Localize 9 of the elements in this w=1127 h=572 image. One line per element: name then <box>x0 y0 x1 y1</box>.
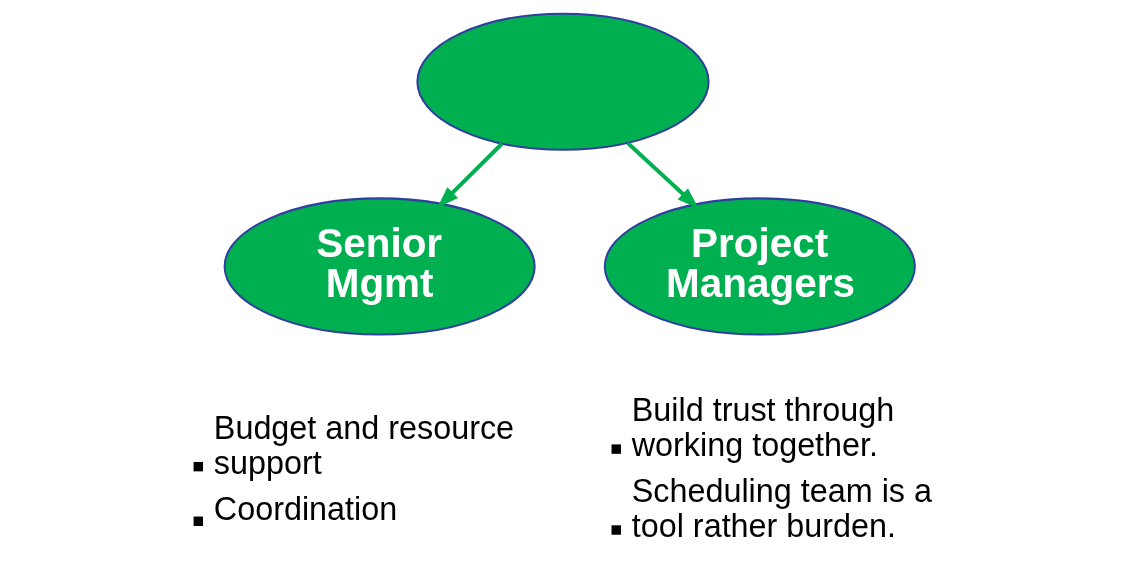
arrow <box>436 142 503 208</box>
node-label: Build trust through working together. <box>631 392 894 464</box>
node-label: Coordination <box>213 490 397 527</box>
node-label: Scheduling team is a tool rather burden. <box>631 472 932 545</box>
node-ellipse: Project Managers <box>603 197 916 336</box>
node-label: Budget and resource support <box>213 409 514 481</box>
node-ellipse: Senior Mgmt <box>223 197 536 336</box>
arrow <box>626 141 699 209</box>
node-ellipse <box>415 12 710 151</box>
